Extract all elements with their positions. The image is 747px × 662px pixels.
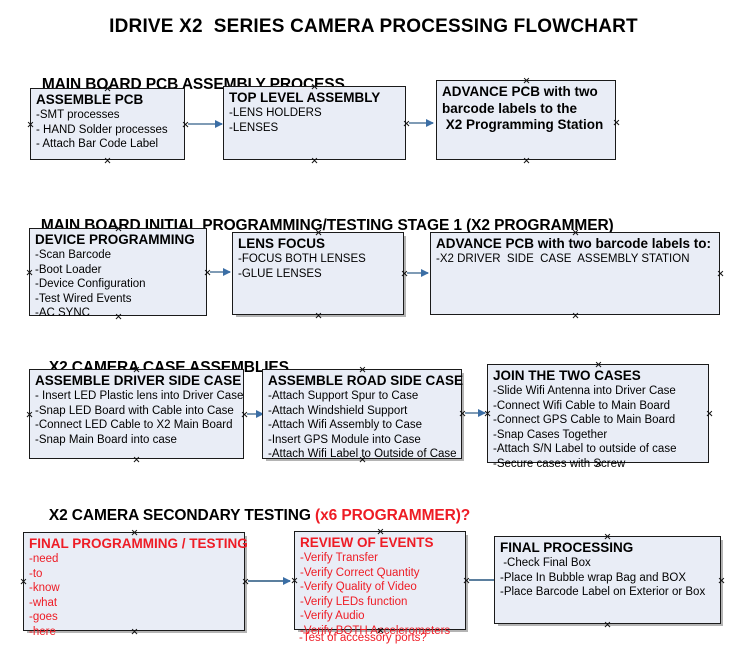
box-line: -Test Wired Events	[35, 292, 132, 305]
box-line: -to	[29, 567, 43, 580]
box-line: - HAND Solder processes	[36, 123, 168, 136]
box-line: -Attach Wifi Label to Outside of Case	[268, 448, 457, 460]
box-title: TOP LEVEL ASSEMBLY	[229, 90, 381, 105]
box-line: -need	[29, 553, 59, 565]
flow-box-advance-pcb-driver-side[interactable]: ADVANCE PCB with two barcode labels to: …	[430, 232, 720, 315]
box-line: -Insert GPS Module into Case	[268, 433, 421, 446]
box-line: -Verify BOTH Accelerometers	[300, 624, 451, 637]
box-line: -Attach S/N Label to outside of case	[493, 443, 677, 455]
box-line: -know	[29, 582, 60, 594]
box-line: -Snap LED Board with Cable into Case	[35, 404, 234, 417]
box-line: -Scan Barcode	[35, 249, 112, 261]
box-line: -Device Configuration	[35, 278, 146, 290]
box-line: -SMT processes	[36, 109, 120, 121]
box-line: -goes	[29, 611, 58, 623]
flow-box-assemble-pcb[interactable]: ASSEMBLE PCB -SMT processes - HAND Solde…	[30, 88, 185, 160]
flow-box-join-the-two-cases[interactable]: JOIN THE TWO CASES -Slide Wifi Antenna i…	[487, 364, 709, 470]
box-line: -Verify Transfer	[300, 552, 378, 564]
flow-box-final-processing[interactable]: FINAL PROCESSING -Check Final Box -Place…	[494, 536, 721, 624]
box-title: ADVANCE PCB with two barcode labels to:	[436, 236, 712, 251]
box-line: -Snap Main Board into case	[35, 433, 177, 446]
flow-box-assemble-driver-side-case[interactable]: ASSEMBLE DRIVER SIDE CASE - Insert LED P…	[29, 369, 244, 459]
arrow-device-to-lensfocus	[210, 267, 231, 276]
flow-box-assemble-road-side-case[interactable]: ASSEMBLE ROAD SIDE CASE -Attach Support …	[262, 369, 464, 460]
box-title: ASSEMBLE PCB	[36, 92, 144, 107]
box-line: -Boot Loader	[35, 263, 102, 276]
flow-box-device-programming[interactable]: DEVICE PROGRAMMING -Scan Barcode -Boot L…	[29, 228, 207, 319]
box-line: -what	[29, 596, 58, 609]
box-line: -Place Barcode Label on Exterior or Box	[500, 586, 706, 598]
box-title: LENS FOCUS	[238, 236, 326, 251]
box-line: - Attach Bar Code Label	[36, 138, 159, 150]
box-line: -Verify Correct Quantity	[300, 566, 420, 579]
box-line: -here	[29, 625, 56, 638]
box-line: -Secure cases with Screw	[493, 457, 626, 470]
flow-box-lens-focus[interactable]: LENS FOCUS -FOCUS BOTH LENSES -GLUE LENS…	[232, 232, 404, 315]
box-title: ASSEMBLE DRIVER SIDE CASE	[35, 373, 242, 388]
box-title: REVIEW OF EVENTS	[300, 535, 434, 550]
arrow-assemble-to-toplevel	[188, 119, 223, 128]
box-line: -FOCUS BOTH LENSES	[238, 253, 366, 265]
box-line: - Insert LED Plastic lens into Driver Ca…	[35, 390, 244, 402]
box-line: -Attach Windshield Support	[268, 404, 408, 417]
arrow-finalprog-to-review	[248, 576, 291, 585]
box-overflow-line: -Test of accessory ports?	[299, 632, 427, 644]
box-line: barcode labels to the	[442, 100, 578, 116]
page-title: IDRIVE X2 SERIES CAMERA PROCESSING FLOWC…	[109, 16, 638, 37]
box-line: -X2 DRIVER SIDE CASE ASSEMBLY STATION	[436, 253, 690, 265]
flow-box-top-level-assembly[interactable]: TOP LEVEL ASSEMBLY -LENS HOLDERS -LENSES	[223, 86, 406, 160]
box-title: ASSEMBLE ROAD SIDE CASE	[268, 373, 464, 388]
box-line: -Verify Audio	[300, 610, 365, 622]
box-title: FINAL PROGRAMMING / TESTING	[29, 536, 248, 551]
arrow-lensfocus-to-advance	[407, 268, 429, 277]
box-line: -Attach Support Spur to Case	[268, 390, 419, 402]
arrow-driverside-to-roadside	[247, 409, 264, 418]
box-line: -Snap Cases Together	[493, 428, 608, 441]
box-line: -Slide Wifi Antenna into Driver Case	[493, 385, 676, 397]
box-line: -Connect LED Cable to X2 Main Board	[35, 419, 233, 431]
box-line: -Connect GPS Cable to Main Board	[493, 414, 676, 426]
box-line: -Connect Wifi Cable to Main Board	[493, 399, 671, 412]
box-title: JOIN THE TWO CASES	[493, 368, 641, 383]
box-line: -Verify LEDs function	[300, 595, 408, 608]
section-heading-text: X2 CAMERA SECONDARY TESTING	[48, 507, 316, 524]
box-title: FINAL PROCESSING	[500, 540, 634, 555]
box-line: ADVANCE PCB with two	[442, 84, 598, 99]
box-line: X2 Programming Station	[442, 117, 604, 132]
flow-box-final-programming-testing[interactable]: FINAL PROGRAMMING / TESTING -need -to -k…	[23, 532, 248, 638]
section-heading-secondary-testing: X2 CAMERA SECONDARY TESTING (x6 PROGRAMM…	[32, 489, 470, 543]
box-line: -Check Final Box	[500, 557, 591, 569]
arrow-toplevel-to-advance	[409, 118, 434, 127]
box-line: -Verify Quality of Video	[300, 581, 417, 593]
box-line: -AC SYNC	[35, 307, 90, 319]
box-line: -Place In Bubble wrap Bag and BOX	[500, 571, 687, 584]
section-heading-accent: (x6 PROGRAMMER)?	[315, 507, 471, 524]
arrow-roadside-to-join	[465, 408, 486, 417]
box-line: -LENSES	[229, 121, 279, 134]
flow-box-advance-pcb-programming-station[interactable]: ADVANCE PCB with two barcode labels to t…	[436, 80, 616, 160]
flow-box-review-of-events[interactable]: REVIEW OF EVENTS -Verify Transfer -Verif…	[294, 531, 466, 637]
box-line: -GLUE LENSES	[238, 267, 322, 280]
box-line: -LENS HOLDERS	[229, 107, 322, 119]
box-line: -Attach Wifi Assembly to Case	[268, 419, 423, 431]
box-title: DEVICE PROGRAMMING	[35, 232, 195, 247]
